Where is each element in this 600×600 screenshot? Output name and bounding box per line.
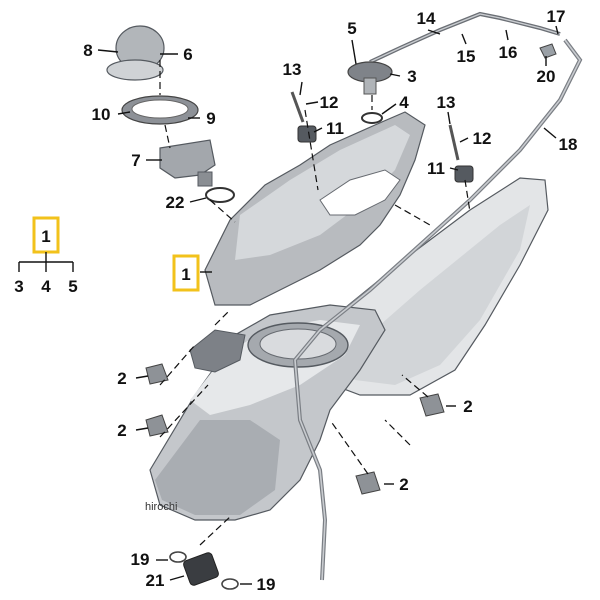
callout-19-bottom: 19 [257, 575, 276, 594]
callout-15: 15 [457, 47, 476, 66]
assembly-tree: 1 3 4 5 [14, 216, 78, 296]
callout-6: 6 [183, 45, 192, 64]
callout-20: 20 [537, 67, 556, 86]
main-callout-1: 1 [181, 265, 190, 284]
filler-neck-spout [197, 171, 213, 187]
callout-13-right: 13 [437, 93, 456, 112]
tank-rear-shell-inner [340, 205, 530, 385]
callout-12-right: 12 [473, 129, 492, 148]
callout-2-c: 2 [463, 397, 472, 416]
callout-22: 22 [166, 193, 185, 212]
assembly-tree-child-5: 5 [68, 277, 77, 296]
assembly-tree-root: 1 [41, 227, 50, 246]
o-ring-22 [205, 187, 235, 203]
ring-4 [361, 112, 383, 124]
callout-12-left: 12 [320, 93, 339, 112]
callout-11-left: 11 [326, 119, 344, 138]
pump-cover-3-stem [363, 77, 377, 95]
callout-7: 7 [131, 151, 140, 170]
callout-2-b: 2 [117, 421, 126, 440]
callout-numbers: 8 6 10 9 7 22 13 12 11 5 3 4 13 12 11 14… [83, 7, 577, 594]
bush-11-left [297, 125, 317, 143]
callout-3: 3 [407, 67, 416, 86]
main-callout-highlight [172, 254, 200, 292]
assembly-tree-child-4: 4 [41, 277, 51, 296]
buffer-2-b [145, 414, 169, 437]
assembly-tree-child-3: 3 [14, 277, 23, 296]
o-ring-19-bottom [221, 578, 239, 590]
bush-11-right [454, 165, 474, 183]
callout-2-a: 2 [117, 369, 126, 388]
callout-9: 9 [206, 109, 215, 128]
callout-18: 18 [559, 135, 578, 154]
leader-lines [97, 25, 559, 585]
watermark-text: hirochi [145, 501, 177, 513]
callout-5: 5 [347, 19, 356, 38]
drain-plug-21 [183, 552, 219, 586]
hose-14-16-core [369, 13, 561, 63]
callout-13-left: 13 [283, 60, 302, 79]
tank-side-band [189, 329, 246, 373]
callout-10: 10 [92, 105, 111, 124]
callout-11-right: 11 [427, 159, 445, 178]
screw-13-left [290, 91, 305, 123]
callout-14: 14 [417, 9, 436, 28]
dashed-assembly-lines [159, 60, 471, 546]
callout-17: 17 [547, 7, 566, 26]
filler-cap-ring [106, 59, 164, 81]
buffer-2-a [145, 363, 169, 385]
buffer-2-d [355, 471, 381, 495]
callout-8: 8 [83, 41, 92, 60]
tank-frame-opening [319, 169, 401, 216]
callout-4: 4 [399, 93, 409, 112]
callout-2-d: 2 [399, 475, 408, 494]
vent-line-18-core [294, 39, 581, 581]
o-ring-19-top [169, 551, 187, 563]
connector-20 [539, 43, 557, 59]
tank-upper-frame-highlight [235, 125, 410, 260]
buffer-2-c [419, 393, 445, 417]
filler-seal-10-inner [131, 99, 189, 119]
callout-16: 16 [499, 43, 518, 62]
screw-13-right [448, 124, 460, 161]
callout-19-top: 19 [131, 550, 150, 569]
tank-lower-side [155, 420, 280, 515]
callout-21: 21 [146, 571, 165, 590]
